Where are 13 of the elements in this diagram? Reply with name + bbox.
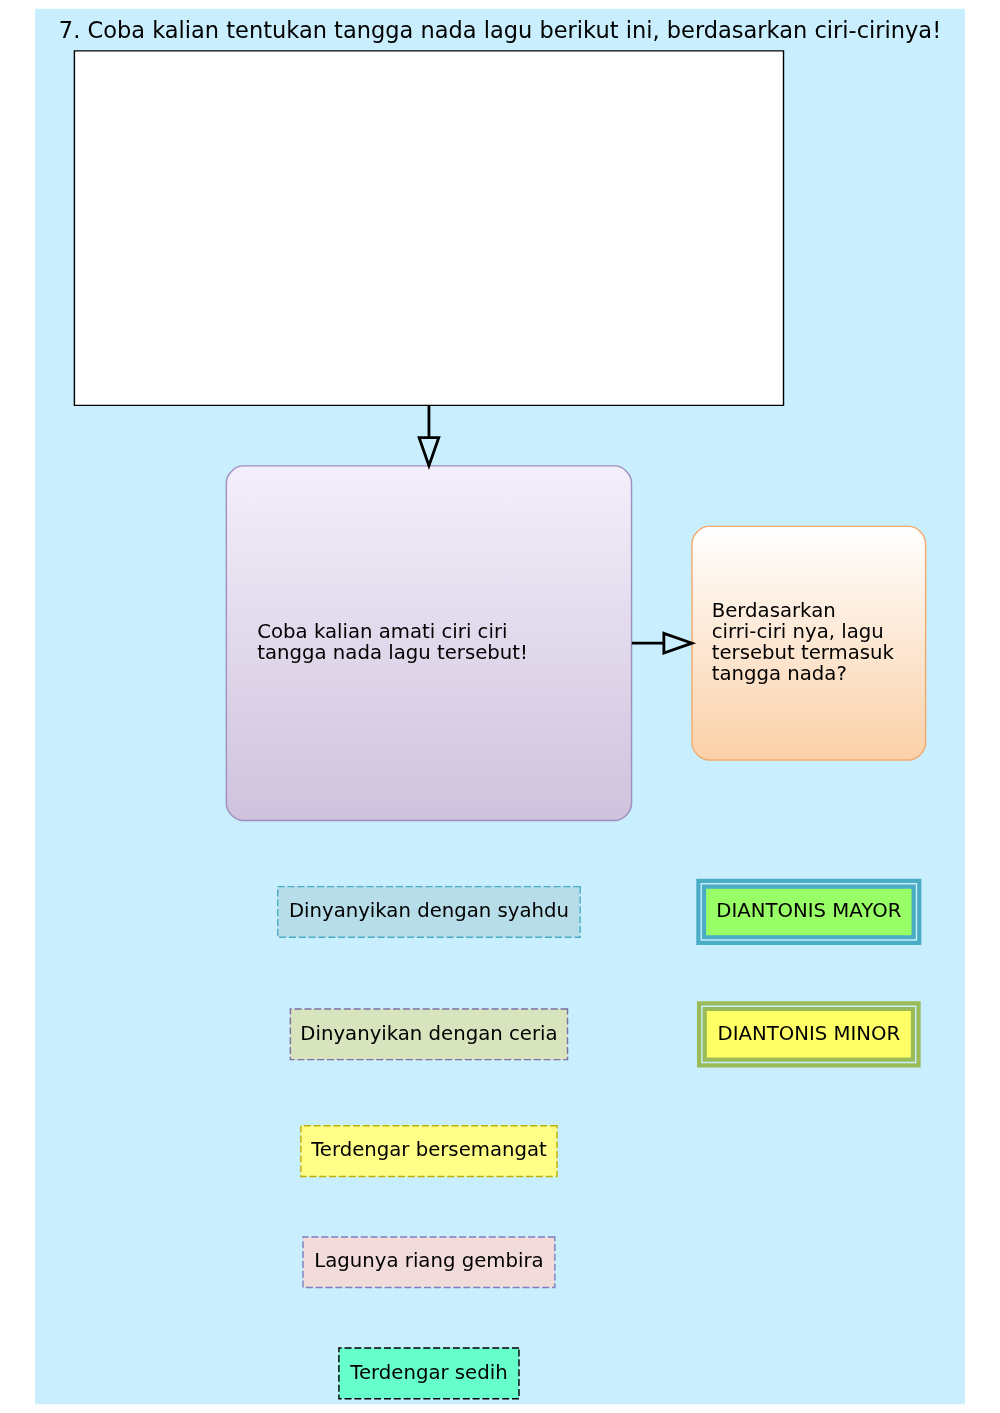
node-box: Lagunya riang gembira: [302, 1236, 556, 1289]
diagram-title: 7. Coba kalian tentukan tangga nada lagu berikut ini, berdasarkan ciri-cirinya!: [58, 16, 942, 43]
node-box: Terdengar sedih: [338, 1347, 520, 1400]
node-box: Terdengar bersemangat: [300, 1125, 558, 1178]
node-box: [73, 50, 785, 407]
node-box: Dinyanyikan dengan syahdu: [277, 885, 581, 938]
arrow: [631, 631, 697, 656]
node-box: Coba kalian amati ciri ciri tangga nada lagu tersebut!: [225, 465, 633, 822]
node-box: DIANTONIS MINOR: [696, 1001, 921, 1068]
arrow: [417, 405, 441, 470]
node-box: Berdasarkan cirri-ciri nya, lagu tersebut termasuk tangga nada?: [691, 525, 927, 761]
node-box: DIANTONIS MAYOR: [696, 878, 922, 945]
node-box: Dinyanyikan dengan ceria: [289, 1008, 569, 1061]
